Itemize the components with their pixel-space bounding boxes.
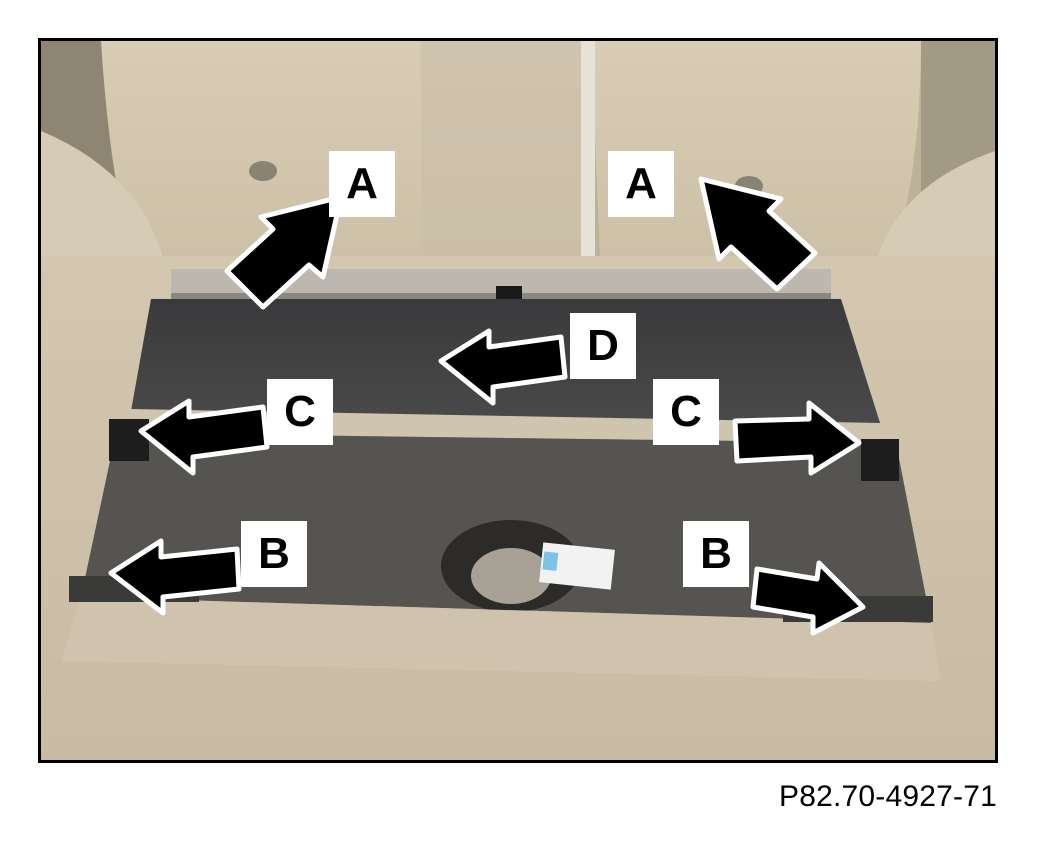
callout-c-left: C bbox=[267, 379, 333, 445]
photo: A A D C C B B bbox=[38, 38, 998, 763]
arrow-b-right bbox=[750, 560, 866, 636]
callout-c-right: C bbox=[653, 379, 719, 445]
seat-divider bbox=[581, 41, 595, 291]
left-tie-down-loop bbox=[249, 161, 277, 181]
callout-a-left: A bbox=[329, 151, 395, 217]
callout-b-right: B bbox=[683, 521, 749, 587]
arrow-c-right bbox=[732, 400, 862, 476]
arrow-a-right bbox=[698, 176, 818, 292]
arrows bbox=[108, 176, 866, 636]
figure-id: P82.70-4927-71 bbox=[779, 780, 997, 813]
right-c-bracket bbox=[861, 439, 899, 481]
callout-b-left: B bbox=[241, 521, 307, 587]
right-seat-back bbox=[591, 41, 921, 281]
callout-a-right: A bbox=[608, 151, 674, 217]
callout-d: D bbox=[570, 313, 636, 379]
arrow-c-left bbox=[138, 398, 270, 476]
left-c-bracket bbox=[109, 419, 149, 461]
arrow-a-left bbox=[224, 194, 344, 310]
arrow-b-left bbox=[108, 538, 242, 616]
arrow-d bbox=[438, 328, 568, 406]
trunk-photo-illustration bbox=[41, 41, 995, 760]
